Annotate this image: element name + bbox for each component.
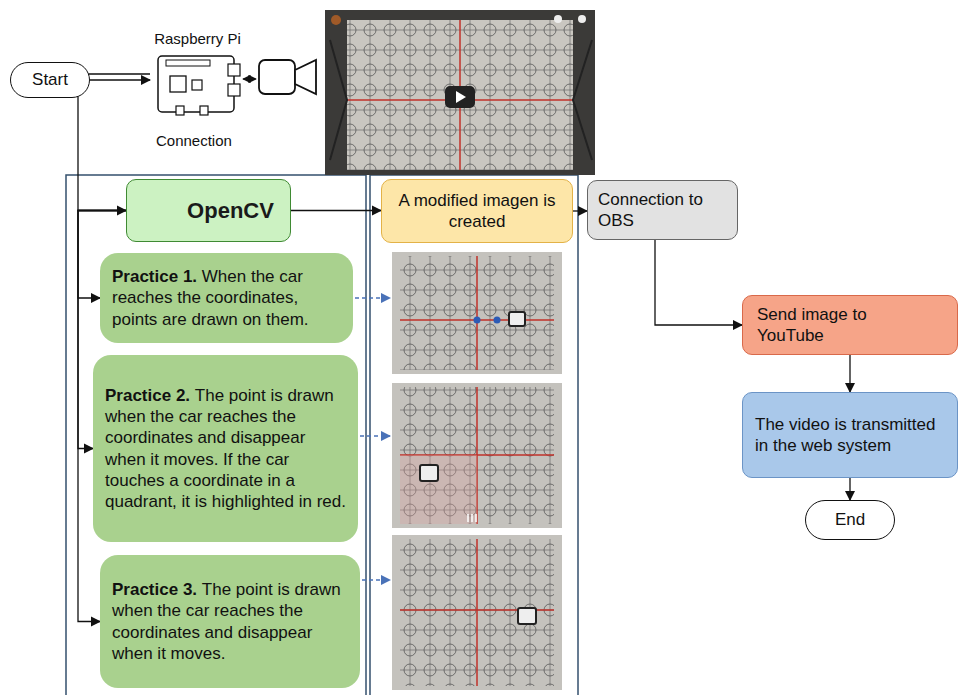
screen-photo: [347, 20, 573, 170]
node-title: Start: [32, 70, 68, 89]
node-title: Connection to OBS: [598, 190, 703, 230]
result-image: [392, 535, 562, 690]
text-block: Start: [32, 69, 68, 90]
leader-arrow: [355, 297, 390, 299]
text-block: Practice 2.The point is drawn when the c…: [105, 385, 346, 513]
grid: [347, 20, 573, 170]
car: [509, 312, 525, 326]
port: [228, 64, 240, 76]
text-block: Practice 3.The point is drawn when the c…: [112, 579, 348, 664]
result-image: [392, 383, 562, 528]
photo: [392, 383, 562, 528]
flow-arrow: [655, 240, 742, 325]
axis: [476, 539, 478, 686]
text-block: A modified imagen is created: [392, 190, 562, 233]
play-button: [445, 86, 475, 108]
axis: [476, 256, 478, 370]
practice-box: Practice 1.When the car reaches the coor…: [100, 253, 353, 343]
library-box: OpenCV: [126, 179, 291, 242]
node-title: End: [835, 510, 865, 529]
terminal-pill: End: [805, 500, 895, 540]
port: [200, 106, 208, 115]
player-icon: [578, 15, 586, 23]
point: [494, 317, 501, 324]
process-box: The video is transmitted in the web syst…: [742, 392, 958, 478]
result-image: [392, 252, 562, 374]
text-block: OpenCV: [187, 197, 274, 225]
gpio-header: [166, 60, 210, 66]
device-figure: Raspberry Pi: [150, 30, 245, 118]
port: [228, 84, 240, 96]
camera-link: [243, 78, 256, 79]
panel-frame: [370, 175, 578, 695]
node-title: OpenCV: [187, 198, 274, 223]
process-box: A modified imagen is created: [381, 179, 573, 243]
port: [176, 106, 184, 115]
camera-icon: [259, 60, 316, 94]
photo: [392, 252, 562, 374]
text-block: Send image to YouTube: [757, 304, 907, 347]
practice-box: Practice 2.The point is drawn when the c…: [93, 355, 358, 542]
node-title: The video is transmitted in the web syst…: [755, 415, 935, 455]
video-screenshot: [325, 10, 595, 175]
camera-lens: [295, 60, 316, 94]
grid: [400, 256, 554, 370]
highlight: [400, 455, 477, 524]
flow-arrow: [291, 210, 381, 211]
text-block: Raspberry Pi: [154, 30, 241, 49]
player-icon: [554, 15, 562, 23]
car: [518, 608, 536, 624]
leader-arrow: [360, 435, 390, 437]
chip: [170, 76, 186, 92]
flow-arrow: [849, 478, 850, 500]
node-title: Raspberry Pi: [154, 30, 241, 47]
screen-frame: [325, 10, 595, 175]
chip: [192, 80, 202, 90]
camera-body: [259, 60, 295, 94]
node-title: Practice 2.: [105, 386, 190, 405]
text-block: The video is transmitted in the web syst…: [755, 414, 945, 457]
process-box: Connection to OBS: [587, 180, 738, 240]
flow-arrow: [849, 355, 850, 392]
wire: [330, 40, 592, 160]
text-block: End: [835, 509, 865, 530]
board: [158, 56, 234, 112]
mark: [468, 514, 476, 522]
grid: [400, 387, 554, 524]
car: [420, 465, 438, 481]
flow-arrow: [573, 210, 587, 211]
terminal-pill: Start: [10, 62, 90, 98]
channel-icon: [331, 15, 341, 25]
panel-frame: [66, 175, 366, 695]
photo: [392, 535, 562, 690]
play-icon: [456, 91, 466, 103]
node-title: Practice 1.: [112, 267, 197, 286]
node-title: A modified imagen is created: [399, 191, 556, 231]
practice-box: Practice 3.The point is drawn when the c…: [100, 555, 360, 688]
point: [474, 317, 481, 324]
raspberry-pi-board: [158, 56, 240, 115]
node-title: Send image to YouTube: [757, 305, 867, 345]
node-title: Practice 3.: [112, 580, 197, 599]
leader-arrow: [362, 579, 390, 581]
text-block: Practice 1.When the car reaches the coor…: [112, 266, 341, 330]
flow-arrow: [90, 79, 150, 80]
text-block: Connection to OBS: [598, 189, 720, 232]
edge-label: Connection: [154, 132, 234, 149]
process-box: Send image to YouTube: [742, 295, 958, 355]
grid: [400, 539, 554, 686]
